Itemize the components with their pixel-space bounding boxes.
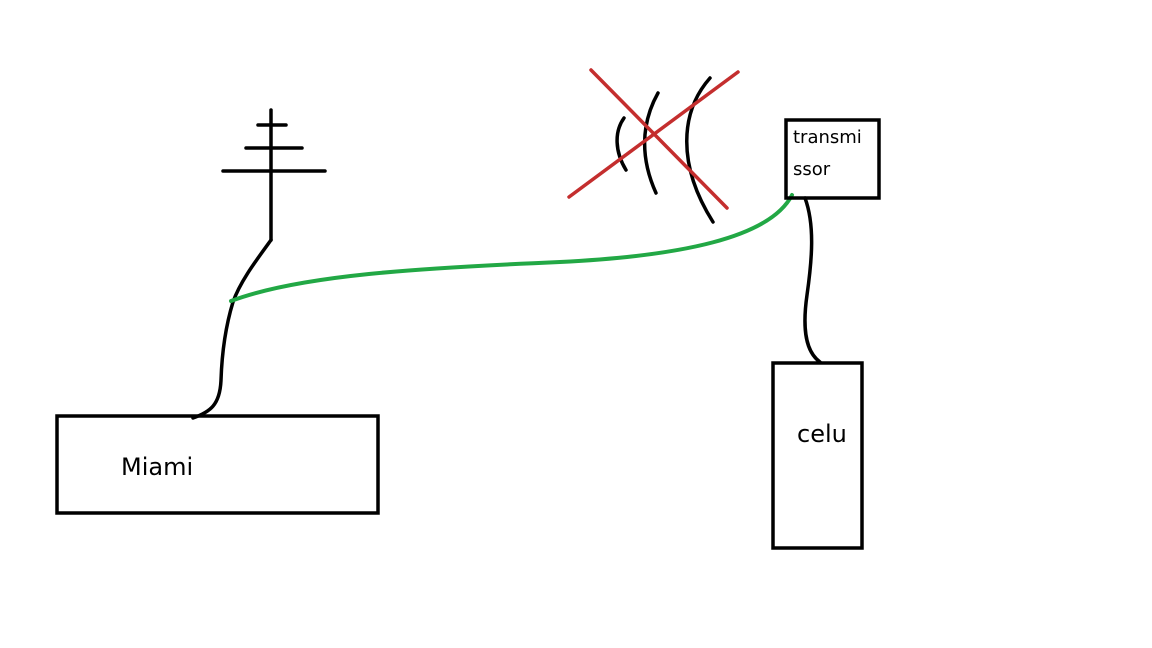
miami-label: Miami (121, 453, 194, 481)
celu-label: celu (797, 420, 847, 448)
transmissor-celu-wire (803, 196, 822, 364)
transmissor-box (784, 118, 881, 200)
celu-box (771, 361, 864, 550)
miami-box (55, 414, 380, 515)
transmissor-label-line2: ssor (793, 159, 831, 180)
miami-antenna-wire (191, 238, 273, 420)
green-cable-wire (229, 193, 794, 303)
antenna-tower-icon (221, 108, 327, 242)
red-x-cross-icon (567, 68, 740, 210)
transmissor-label-line1: transmi (793, 127, 862, 148)
